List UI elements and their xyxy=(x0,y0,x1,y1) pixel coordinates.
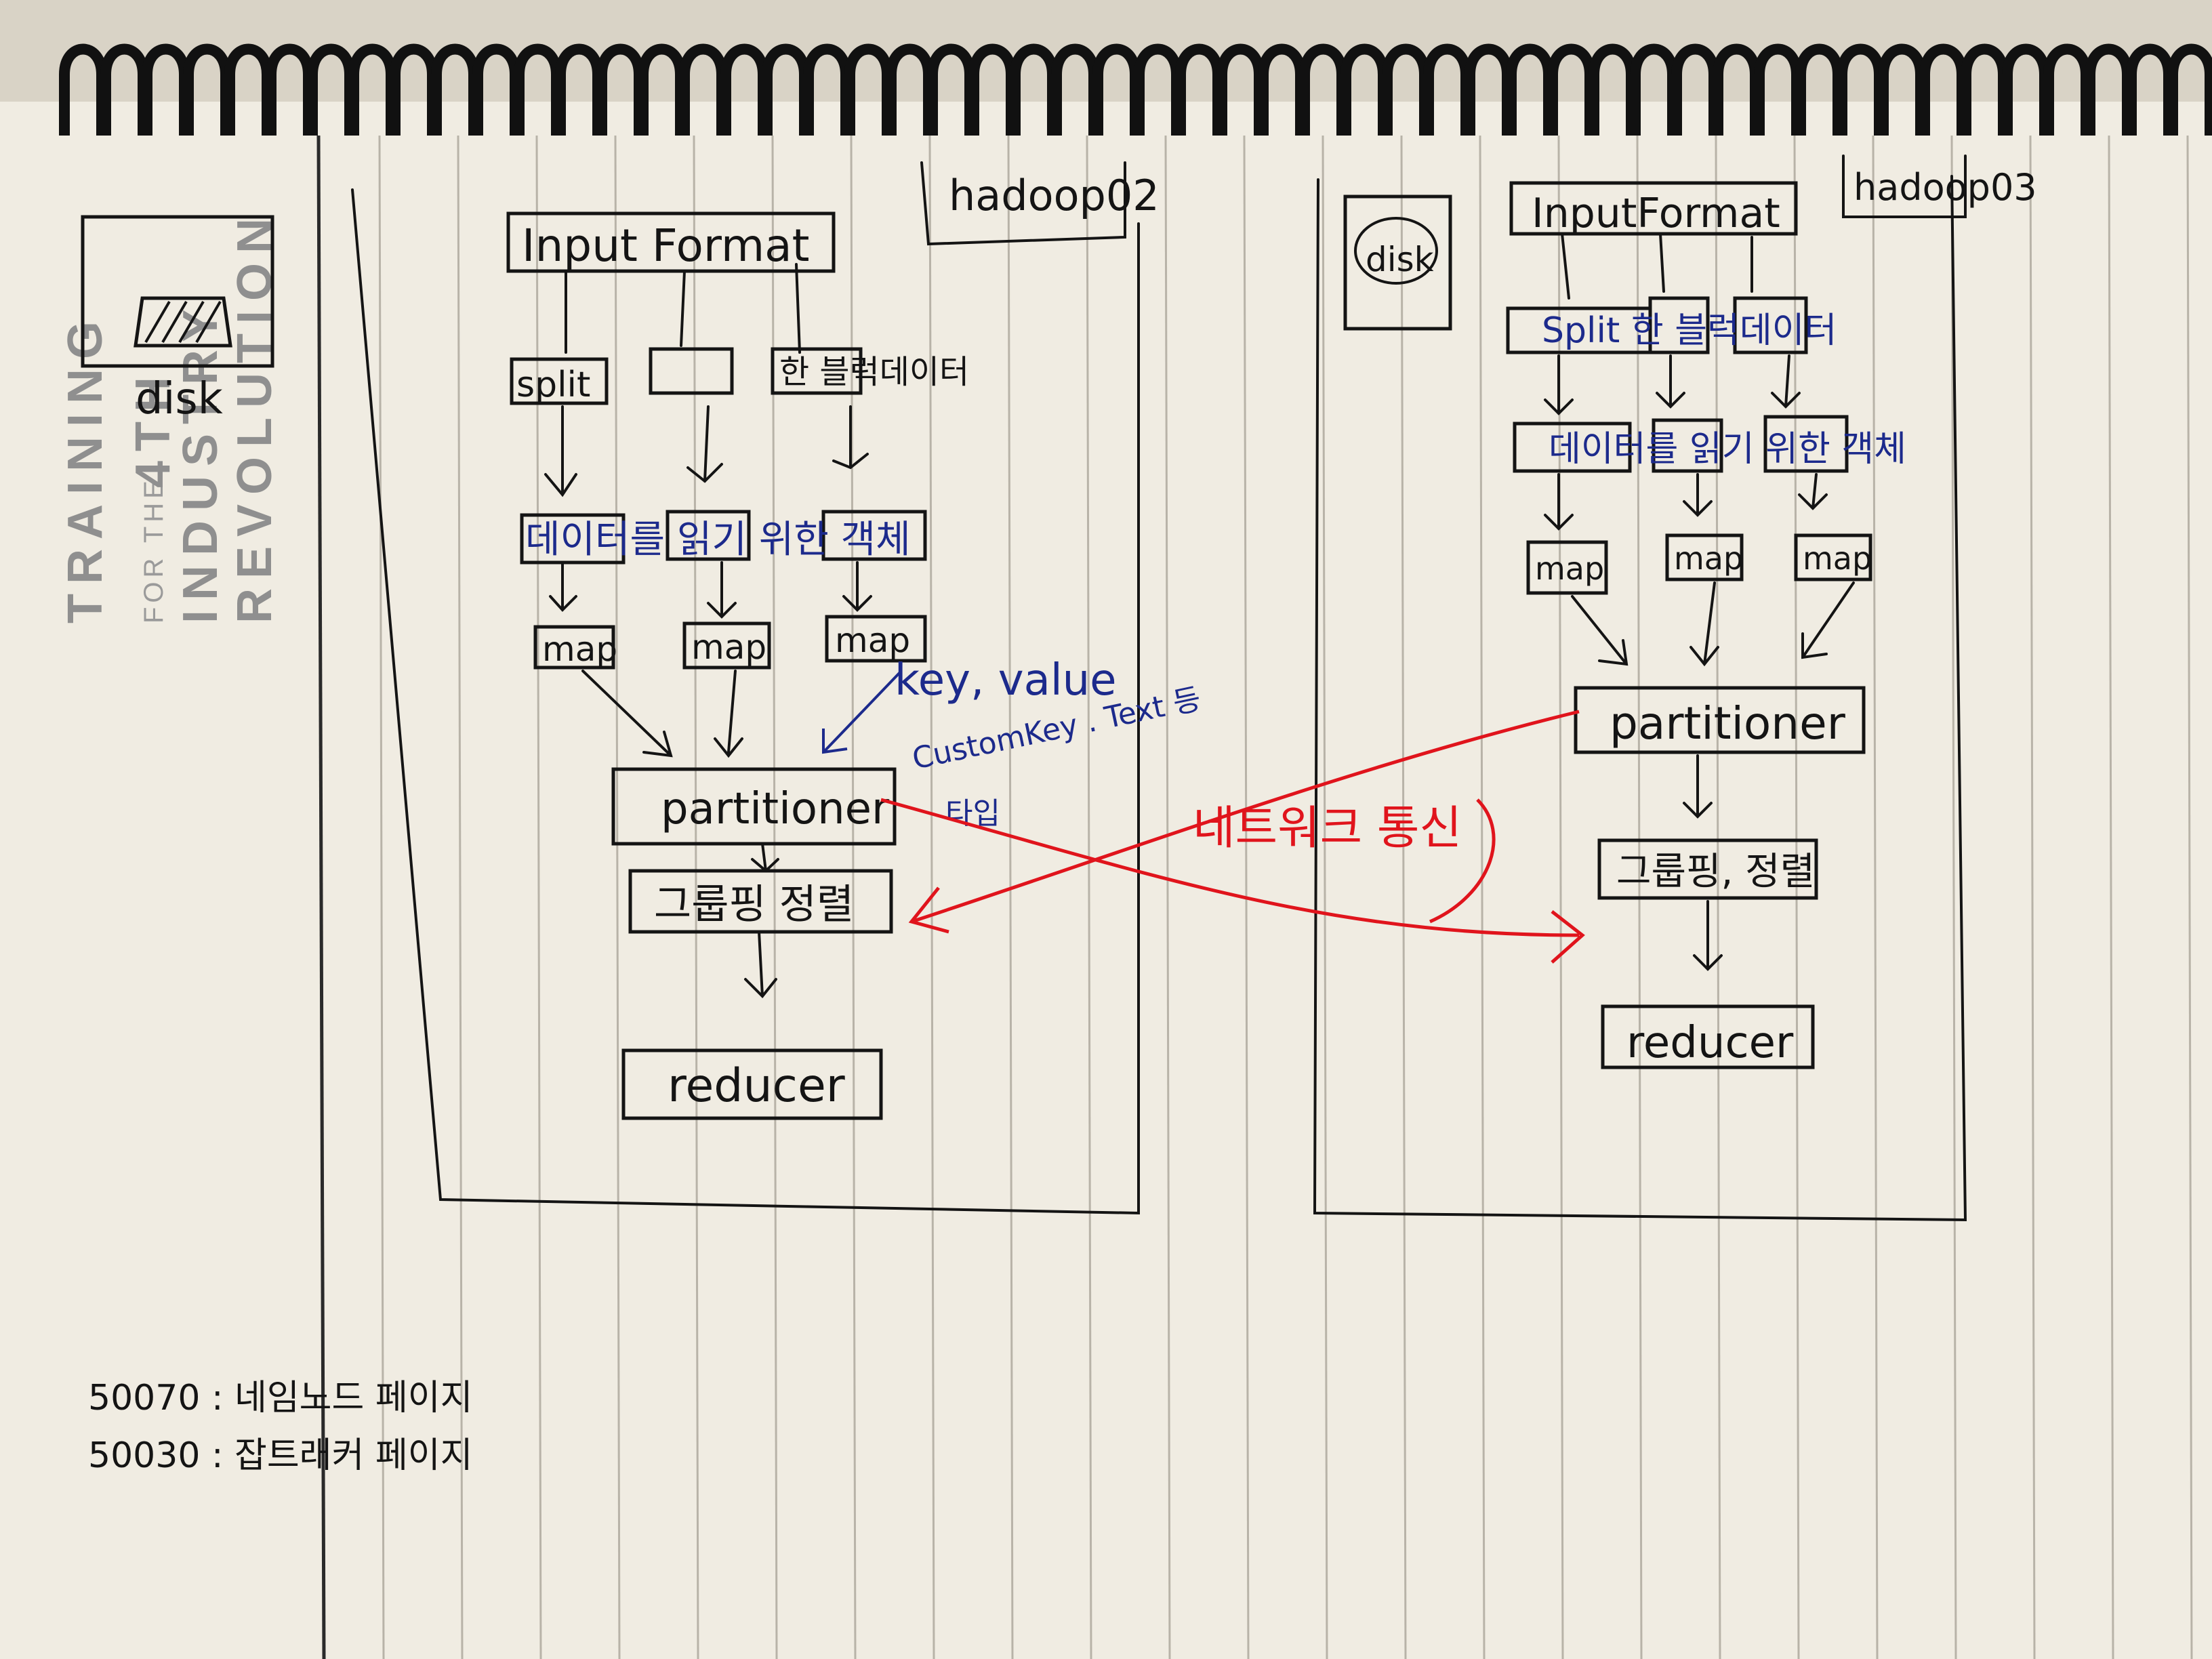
ruled-line xyxy=(1400,135,1407,1659)
left-input-format-label: Input Format xyxy=(522,220,809,272)
left-group-sort-box xyxy=(628,869,893,934)
left-panel: hadoop02 Input Format split 한 블럭데이터 데이터를… xyxy=(351,161,1204,1215)
ruled-line xyxy=(693,135,699,1659)
right-title-tag xyxy=(1842,155,1967,218)
disk-legend: disk xyxy=(81,215,274,424)
right-group-sort-box xyxy=(1597,838,1818,900)
right-map-label-2: map xyxy=(1674,540,1743,577)
left-map-label-2: map xyxy=(691,628,766,667)
ruled-line xyxy=(1007,135,1014,1659)
right-map-box-2 xyxy=(1665,533,1744,581)
right-map-label-1: map xyxy=(1535,550,1604,587)
brand-line-2a: FOR THE xyxy=(139,476,169,623)
left-map-box-2 xyxy=(682,621,771,670)
ruled-line xyxy=(535,135,542,1659)
right-partitioner-label: partitioner xyxy=(1610,697,1846,750)
right-reducer-label: reducer xyxy=(1626,1018,1794,1068)
left-reducer-box xyxy=(621,1048,883,1120)
right-group-sort-label: 그룹핑, 정렬 xyxy=(1616,850,1815,894)
ruled-line xyxy=(2029,135,2036,1659)
left-reducer-label: reducer xyxy=(668,1059,845,1113)
left-kv-note: key, value xyxy=(895,655,1117,705)
right-partitioner-box xyxy=(1574,686,1866,754)
paper-sheet xyxy=(0,102,2212,1659)
brand-line-2b: 4TH xyxy=(126,367,180,488)
left-input-format-box xyxy=(506,211,836,273)
left-panel-border xyxy=(351,188,1140,1215)
ruled-line xyxy=(1950,135,1957,1659)
left-split-note: 한 블럭데이터 xyxy=(779,353,969,391)
right-panel-border xyxy=(1313,175,1967,1222)
disk-legend-icon xyxy=(134,296,232,348)
disk-legend-box xyxy=(81,215,274,368)
ruled-line xyxy=(1322,135,1328,1659)
right-map-label-3: map xyxy=(1803,540,1872,577)
right-panel: hadoop03 disk InputFormat Split 한 블럭데이터 … xyxy=(1313,155,2037,1222)
right-map-box-3 xyxy=(1794,533,1872,581)
ruled-line xyxy=(850,135,857,1659)
spiral-ring xyxy=(2167,43,2212,136)
left-title-tag xyxy=(920,161,1126,246)
left-partitioner-box xyxy=(611,767,897,846)
ruled-line xyxy=(614,135,621,1659)
left-map-box-3 xyxy=(825,615,927,663)
left-map-box-1 xyxy=(533,625,615,670)
ruled-line xyxy=(378,135,385,1659)
right-split-box-3 xyxy=(1733,296,1808,354)
brand-line-2c: INDUSTRY xyxy=(173,300,228,623)
margin-line xyxy=(316,135,326,1659)
left-split-box-3 xyxy=(771,347,863,395)
right-reducer-box xyxy=(1601,1004,1815,1069)
ruled-line xyxy=(1164,135,1171,1659)
ruled-line xyxy=(1479,135,1486,1659)
brand-logo: TRAINING FOR THE 4TH INDUSTRY REVOLUTION xyxy=(58,209,282,623)
left-partitioner-label: partitioner xyxy=(661,784,890,834)
right-split-box-2 xyxy=(1648,296,1710,354)
ruled-line xyxy=(2186,135,2193,1659)
right-disk-box xyxy=(1343,194,1452,331)
right-reader-note: 데이터를 읽기 위한 객체 xyxy=(1549,429,1906,470)
port-note-1: 50070 : 네임노드 페이지 xyxy=(88,1378,472,1418)
shuffle-arrow-right-to-left xyxy=(911,710,1580,924)
ruled-lines xyxy=(378,135,2193,1659)
left-reader-note: 데이터를 읽기 위한 객체 xyxy=(525,518,911,562)
disk-icon xyxy=(1354,217,1438,285)
left-group-sort-label: 그룹핑 정렬 xyxy=(654,881,854,928)
left-map-label-3: map xyxy=(835,621,910,660)
port-notes: 50070 : 네임노드 페이지 50030 : 잡트래커 페이지 xyxy=(88,1378,472,1476)
left-split-box-1 xyxy=(510,357,609,405)
disk-legend-label: disk xyxy=(136,374,223,424)
left-split-label: split xyxy=(516,365,590,405)
right-reader-box-2 xyxy=(1652,418,1723,473)
right-input-format-box xyxy=(1509,181,1798,236)
right-panel-title: hadoop03 xyxy=(1853,166,2037,209)
right-input-format-label: InputFormat xyxy=(1532,190,1780,237)
ruled-line xyxy=(1872,135,1879,1659)
right-disk-label: disk xyxy=(1366,240,1434,279)
right-reader-box-1 xyxy=(1513,422,1632,473)
network-shuffle: 네트워크 통신 xyxy=(880,710,1585,964)
network-label: 네트워크 통신 xyxy=(1193,802,1462,855)
left-split-box-2 xyxy=(649,347,734,395)
right-reader-box-3 xyxy=(1763,415,1849,473)
right-map-box-1 xyxy=(1526,540,1608,595)
shuffle-arrow-left-to-right xyxy=(880,798,1580,937)
ruled-line xyxy=(457,135,464,1659)
brand-line-1: TRAINING xyxy=(58,312,112,623)
port-note-2: 50030 : 잡트래커 페이지 xyxy=(88,1435,472,1476)
left-panel-title: hadoop02 xyxy=(949,171,1160,220)
left-map-label-1: map xyxy=(542,630,617,669)
ruled-line xyxy=(1086,135,1092,1659)
spiral-binding xyxy=(59,43,2212,136)
ruled-line xyxy=(2108,135,2114,1659)
right-split-note: Split 한 블럭데이터 xyxy=(1542,310,1837,351)
